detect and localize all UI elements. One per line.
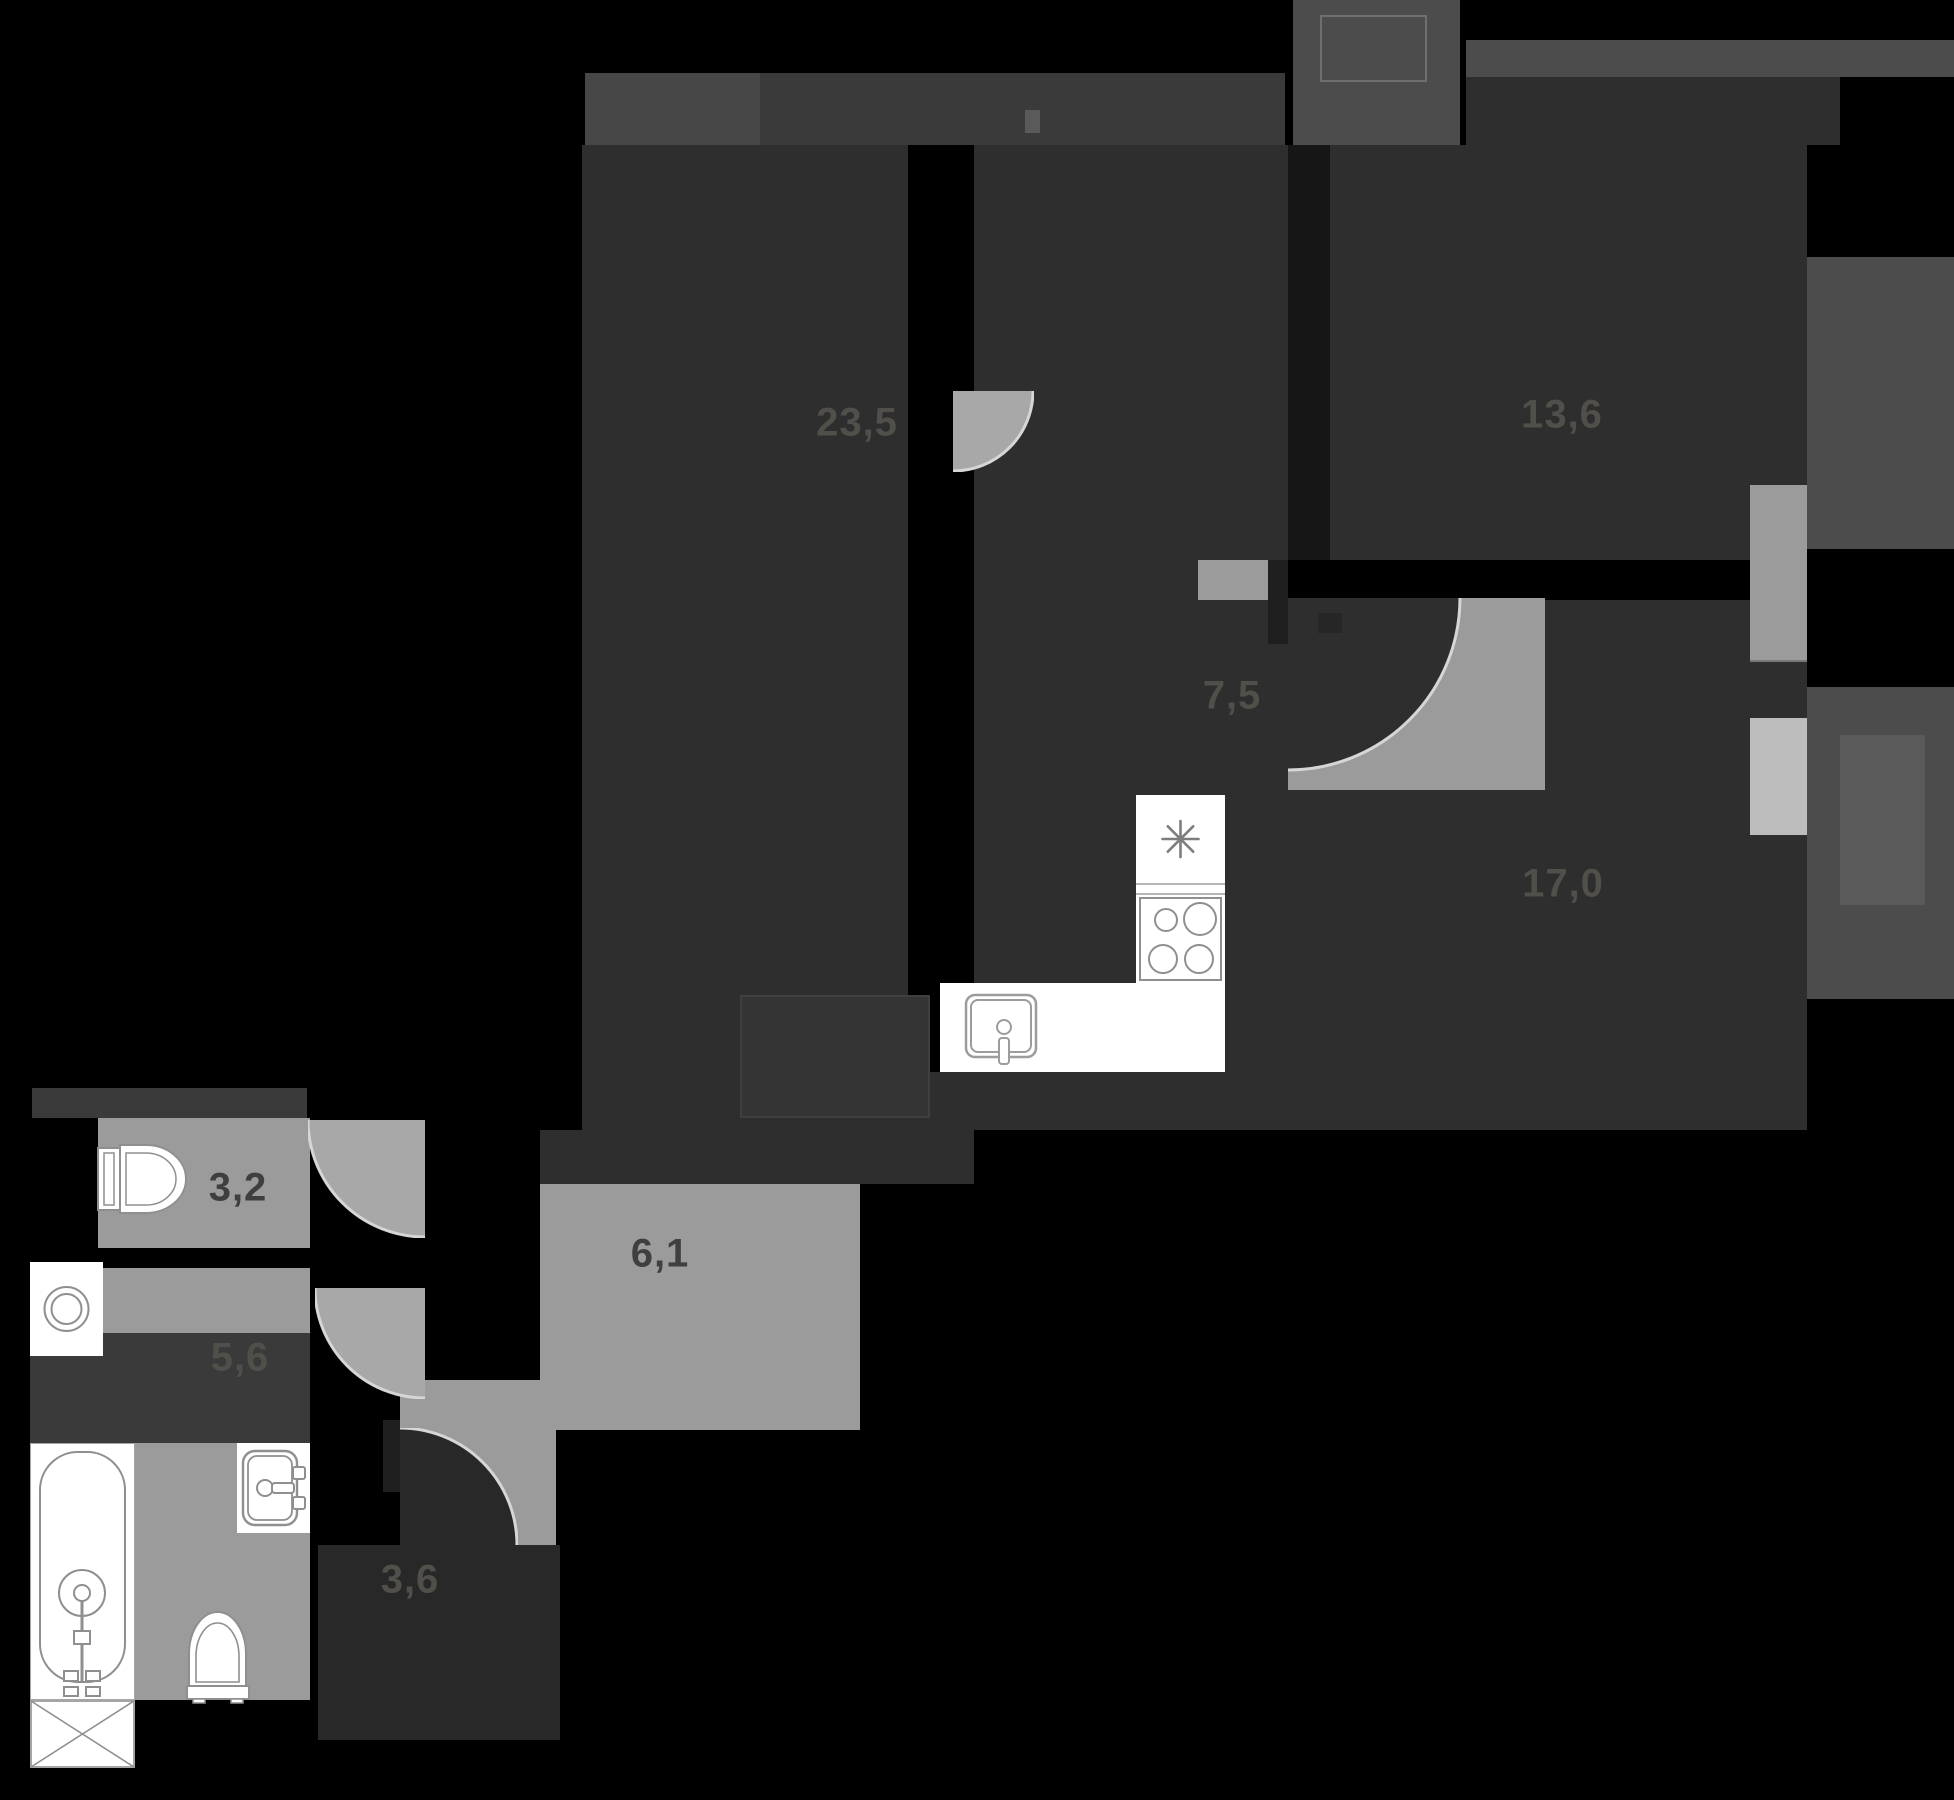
label-bedroom-area: 13,6: [1521, 392, 1603, 437]
door-arc-entry: [1288, 598, 1462, 772]
wall-top-right-fill: [1466, 77, 1840, 145]
counter-divider: [1136, 883, 1225, 895]
door-arc-living: [952, 390, 1034, 472]
wall-bedroom-bottom: [1288, 560, 1807, 600]
label-kitchen-area: 17,0: [1522, 861, 1604, 906]
floor-bedroom: [1330, 145, 1807, 560]
door-arc-corridor: [400, 1428, 518, 1546]
label-hallway-area: 7,5: [1202, 673, 1262, 718]
corridor-door-jamb: [383, 1420, 400, 1492]
door-jamb-top: [1025, 110, 1040, 133]
wall-right-lower-inner: [1840, 735, 1925, 905]
vent-shaft-inner: [1320, 15, 1427, 82]
shower-tray: [30, 1700, 135, 1768]
kitchen-sink: [964, 993, 1038, 1065]
washing-machine-drum: [43, 1286, 90, 1332]
stove-burners: [1139, 897, 1222, 981]
window-right-lower: [1750, 718, 1807, 835]
floor-corridor-dark: [540, 1130, 908, 1184]
bathroom-sink: [237, 1443, 310, 1533]
label-bathroom-area: 3,6: [380, 1557, 440, 1602]
wall-right-upper: [1807, 257, 1954, 549]
wardrobe: [740, 995, 930, 1118]
fridge-icon: [1161, 819, 1200, 859]
label-living-room-area: 23,5: [816, 400, 898, 445]
label-bath-hall-area: 5,6: [210, 1335, 270, 1380]
label-wc-area: 3,2: [208, 1165, 268, 1210]
label-corridor-area: 6,1: [630, 1231, 690, 1276]
toilet: [97, 1144, 187, 1214]
bathtub-detail: [39, 1451, 126, 1697]
door-arc-wc: [308, 1120, 426, 1238]
entry-door-leaf: [1268, 560, 1288, 644]
wall-top-right: [1466, 40, 1954, 77]
floor-corridor: [540, 1184, 860, 1430]
wall-hall-bedroom: [1288, 145, 1330, 560]
window-right-upper: [1750, 485, 1807, 662]
toilet-2: [186, 1611, 250, 1704]
wall-wc-top: [32, 1088, 307, 1118]
floor-bath-hall: [103, 1268, 310, 1333]
wall-top-left: [585, 73, 760, 145]
wall-top-middle: [760, 73, 1285, 145]
floor-entry-nook: [318, 1545, 560, 1740]
wall-living-hall: [908, 145, 974, 392]
entry-door-jamb: [1318, 613, 1342, 633]
door-arc-bath: [315, 1288, 426, 1399]
washing-machine: [30, 1262, 103, 1356]
